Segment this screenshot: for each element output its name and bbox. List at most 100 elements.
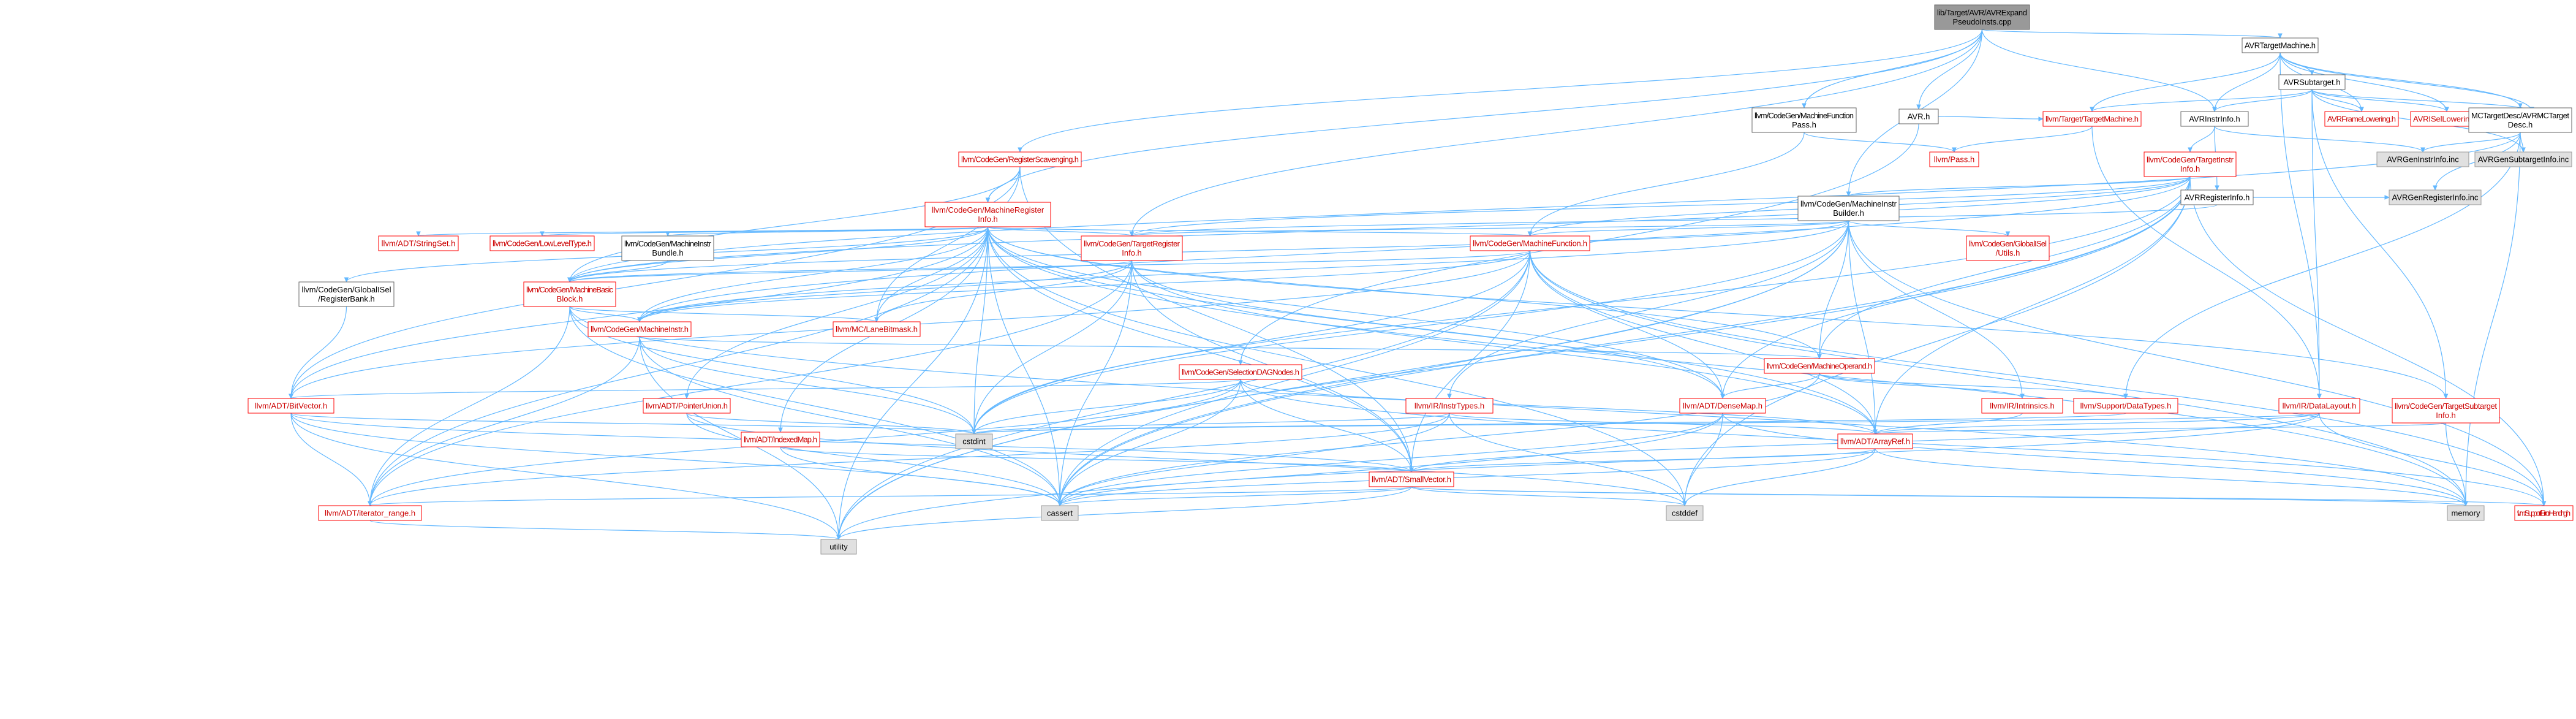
edge-mctarget-to-memory [2466, 132, 2521, 506]
node-bitvector[interactable]: llvm/ADT/BitVector.h [247, 398, 334, 414]
node-gisel[interactable]: llvm/CodeGen/GlobalISel/Utils.h [1966, 235, 2050, 261]
node-box [1966, 235, 2050, 261]
edge-mri-to-bitvector [291, 226, 989, 398]
node-instrtypes[interactable]: llvm/IR/InstrTypes.h [1405, 398, 1494, 414]
node-cstddef[interactable]: cstddef [1666, 505, 1704, 521]
node-label: llvm/CodeGen/TargetSubtarget [2395, 401, 2497, 411]
node-box [833, 321, 921, 337]
edge-mfpass-to-pass [1804, 132, 1954, 152]
edge-targetinstr-to-mo [1819, 176, 2191, 359]
node-arrayref[interactable]: llvm/ADT/ArrayRef.h [1837, 433, 1913, 449]
node-avrgensub[interactable]: AVRGenSubtargetInfo.inc [2474, 151, 2572, 167]
edge-avrtm-to-targetmachine [2092, 52, 2281, 112]
node-avrsub[interactable]: AVRSubtarget.h [2278, 74, 2346, 90]
node-label: llvm/CodeGen/LowLevelType.h [493, 239, 592, 248]
node-label: llvm/ADT/iterator_range.h [325, 509, 415, 518]
node-avrgeninstr[interactable]: AVRGenInstrInfo.inc [2376, 151, 2469, 167]
node-regbank[interactable]: llvm/CodeGen/GlobalISel/RegisterBank.h [298, 281, 395, 307]
node-ptrunion[interactable]: llvm/ADT/PointerUnion.h [643, 398, 731, 414]
edge-mri-to-iterrange [370, 226, 989, 506]
edge-seldag-to-cassert [1060, 379, 1241, 506]
node-label: AVRRegisterInfo.h [2185, 193, 2250, 202]
node-regscav[interactable]: llvm/CodeGen/RegisterScavenging.h [958, 151, 1082, 167]
node-mf[interactable]: llvm/CodeGen/MachineFunction.h [1470, 235, 1590, 251]
node-box [2180, 111, 2249, 127]
edge-mi-to-mo [639, 336, 1819, 359]
node-label: Builder.h [1833, 208, 1864, 218]
edge-targetinstr-to-tri [1132, 176, 2191, 236]
edge-avrtm-to-avrseldag [2279, 52, 2532, 112]
node-label: /Utils.h [1996, 248, 2020, 257]
edge-instrtypes-to-cstddef [1449, 413, 1685, 506]
edge-instrtypes-to-cassert [1060, 413, 1450, 506]
edge-arrayref-to-smallvec [1411, 448, 1876, 472]
node-datatypes[interactable]: llvm/Support/DataTypes.h [2073, 398, 2178, 414]
edge-tri-to-iterrange [370, 260, 1133, 506]
edge-regscav-to-bitvector [291, 166, 1021, 398]
edge-mbb-to-iterrange [370, 306, 570, 506]
node-box [1764, 358, 1875, 374]
node-smallvec[interactable]: llvm/ADT/SmallVector.h [1369, 471, 1454, 487]
node-indexedmap[interactable]: llvm/ADT/IndexedMap.h [741, 432, 820, 447]
node-targetmachine[interactable]: llvm/Target/TargetMachine.h [2042, 111, 2142, 127]
node-mo[interactable]: llvm/CodeGen/MachineOperand.h [1764, 358, 1875, 374]
node-avrgenreg[interactable]: AVRGenRegisterInfo.inc [2389, 189, 2482, 205]
edge-mib-to-mo [1819, 220, 1849, 359]
node-avrtm[interactable]: AVRTargetMachine.h [2242, 37, 2319, 53]
edge-targetmachine-to-pass [1954, 126, 2093, 152]
edge-smallvec-to-utility [839, 486, 1412, 539]
edge-smallvec-to-cstddef [1411, 486, 1685, 506]
node-box [523, 281, 616, 307]
node-pass[interactable]: llvm/Pass.h [1929, 151, 1979, 167]
node-avrreginfo[interactable]: AVRRegisterInfo.h [2180, 189, 2254, 205]
node-datalayout[interactable]: llvm/IR/DataLayout.h [2278, 398, 2360, 414]
node-avrframe[interactable]: AVRFrameLowering.h [2324, 111, 2399, 127]
dependency-edges [291, 29, 2544, 539]
node-densemap[interactable]: llvm/ADT/DenseMap.h [1679, 398, 1766, 414]
edge-mi-to-utility [639, 336, 839, 539]
edge-mo-to-densemap [1723, 373, 1820, 398]
edge-smallvec-to-cassert [1060, 486, 1412, 506]
node-lanebit[interactable]: llvm/MC/LaneBitmask.h [833, 321, 921, 337]
node-label: PseudoInsts.cpp [1952, 17, 2011, 26]
edge-mib-to-instrtypes [1449, 220, 1849, 398]
edge-root-to-avrtm [1981, 29, 2281, 38]
node-box [955, 433, 993, 449]
node-cassert[interactable]: cassert [1041, 505, 1079, 521]
node-seldag[interactable]: llvm/CodeGen/SelectionDAGNodes.h [1179, 364, 1302, 380]
edge-mib-to-mi [640, 220, 1849, 322]
node-intrinsics[interactable]: llvm/IR/Intrinsics.h [1981, 398, 2063, 414]
edge-avrinstr-to-targetinstr [2190, 126, 2215, 152]
node-box [2324, 111, 2399, 127]
node-mi[interactable]: llvm/CodeGen/MachineInstr.h [587, 321, 692, 337]
node-lowlevel[interactable]: llvm/CodeGen/LowLevelType.h [489, 235, 595, 251]
edge-avrsub-to-targetmachine [2092, 89, 2313, 112]
edge-mri-to-arrayref [987, 226, 1876, 434]
edge-avrsub-to-avrframe [2311, 89, 2362, 112]
node-iterrange[interactable]: llvm/ADT/iterator_range.h [318, 505, 422, 521]
edge-bitvector-to-smallvec [290, 413, 1411, 472]
node-box [1837, 433, 1913, 449]
node-avrinstr[interactable]: AVRInstrInfo.h [2180, 111, 2249, 127]
edge-root-to-avrh [1919, 29, 1983, 109]
edge-datalayout-to-arrayref [1875, 413, 2320, 434]
edge-avrtm-to-avrinstr [2215, 52, 2281, 112]
edge-root-to-regscav [1020, 29, 1983, 152]
node-cstdint[interactable]: cstdint [955, 433, 993, 449]
node-memory[interactable]: memory [2447, 505, 2485, 521]
node-utility[interactable]: utility [820, 539, 857, 555]
node-stringset[interactable]: llvm/ADT/StringSet.h [378, 235, 459, 251]
node-errorh[interactable]: llvm/Support/ErrorHandling.h [2514, 505, 2574, 521]
node-avrh[interactable]: AVR.h [1898, 108, 1939, 124]
